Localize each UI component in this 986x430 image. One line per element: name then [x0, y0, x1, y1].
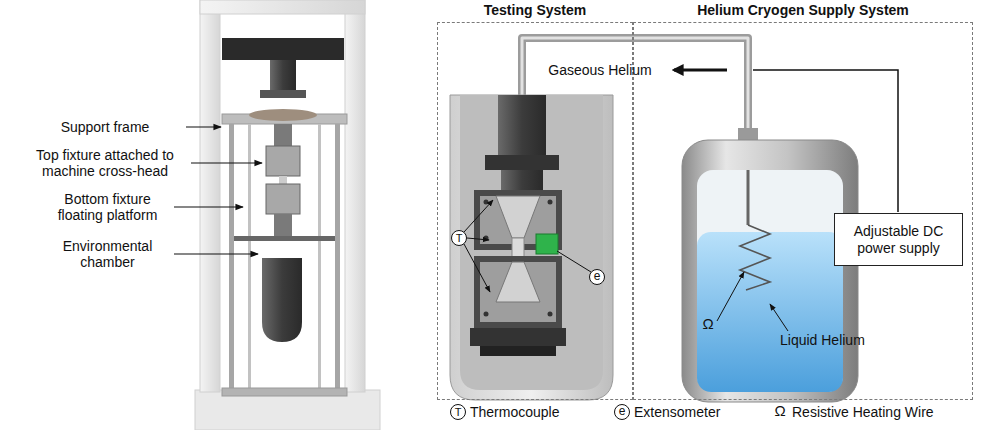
leader-arrow	[174, 253, 258, 254]
process-box: Adjustable DC power supply	[834, 213, 963, 266]
environmental-chamber	[262, 258, 302, 342]
group-heading: Testing System	[438, 2, 632, 19]
screw	[484, 200, 489, 205]
dewar	[682, 140, 858, 402]
bottom-grip-face	[480, 262, 556, 322]
legend-circle	[451, 405, 466, 420]
part-label: Environmental chamber	[45, 238, 170, 270]
floating-platform	[234, 236, 335, 241]
pull-rod	[274, 214, 292, 236]
bottom-base	[480, 346, 556, 356]
legend-symbol: T	[450, 404, 466, 420]
callout-symbol: T	[451, 230, 467, 246]
specimen	[279, 176, 287, 184]
support-rod	[248, 124, 251, 392]
leader-arrow	[464, 244, 490, 292]
callout-symbol: Ω	[698, 316, 718, 332]
leader-arrow	[467, 238, 489, 240]
heating-wire	[740, 225, 770, 290]
load-cell-flange	[260, 90, 306, 98]
legend-item: Resistive Heating Wire	[792, 404, 934, 420]
specimen-head	[496, 262, 540, 302]
leader-arrow	[717, 272, 744, 321]
leader-line	[557, 251, 591, 272]
frame-column	[200, 0, 220, 392]
leader-arrow	[186, 126, 221, 127]
legend-text: Thermocouple	[470, 404, 560, 420]
callout-circle	[452, 231, 467, 246]
legend-symbol: e	[614, 403, 630, 419]
bottom-plate	[222, 388, 347, 396]
support-rod	[335, 124, 340, 392]
leader-arrow	[174, 206, 243, 207]
extensometer	[536, 234, 558, 254]
liquid-helium	[697, 232, 843, 392]
crosshead	[222, 38, 344, 60]
part-label: Top fixture attached to machine cross-he…	[20, 147, 190, 179]
legend-symbol: Ω	[770, 403, 790, 419]
load-cell	[270, 60, 296, 90]
bottom-grip	[474, 256, 562, 328]
chamber-inner	[460, 95, 603, 390]
support-rod	[318, 124, 321, 392]
flow-arrow	[674, 69, 727, 72]
support-plate-disc	[249, 109, 317, 121]
frame-column	[345, 0, 365, 392]
flow-label: Gaseous Helium	[530, 62, 670, 78]
specimen-head	[496, 196, 540, 238]
top-pull-rod	[498, 95, 546, 155]
screw	[484, 312, 489, 317]
dip-tube	[747, 170, 750, 225]
top-flange	[485, 155, 559, 170]
part-label: Liquid Helium	[780, 332, 880, 348]
pull-rod	[274, 124, 292, 146]
leader-arrow	[770, 304, 788, 331]
legend-item: Extensometer	[634, 404, 720, 420]
screw	[548, 312, 553, 317]
support-rod	[229, 124, 234, 392]
system-group: Testing System	[437, 22, 633, 400]
frame-top	[200, 0, 365, 14]
dewar-inner	[697, 170, 843, 392]
legend-text: Resistive Heating Wire	[792, 404, 934, 420]
chamber-tube	[450, 95, 613, 400]
box-text: Adjustable DC power supply	[835, 223, 962, 257]
leader-arrow	[464, 200, 493, 232]
bottom-grip	[266, 184, 300, 214]
group-heading: Helium Cryogen Supply System	[634, 2, 972, 19]
top-adapter	[501, 170, 543, 190]
legend-text: Extensometer	[634, 404, 720, 420]
legend-item: Thermocouple	[470, 404, 560, 420]
bottom-base	[470, 328, 566, 346]
screw	[548, 200, 553, 205]
top-grip	[266, 146, 300, 176]
part-label: Support frame	[20, 119, 190, 135]
callout-symbol: e	[589, 268, 605, 284]
part-label: Bottom fixture floating platform	[45, 191, 170, 223]
leader-arrow	[191, 162, 262, 163]
